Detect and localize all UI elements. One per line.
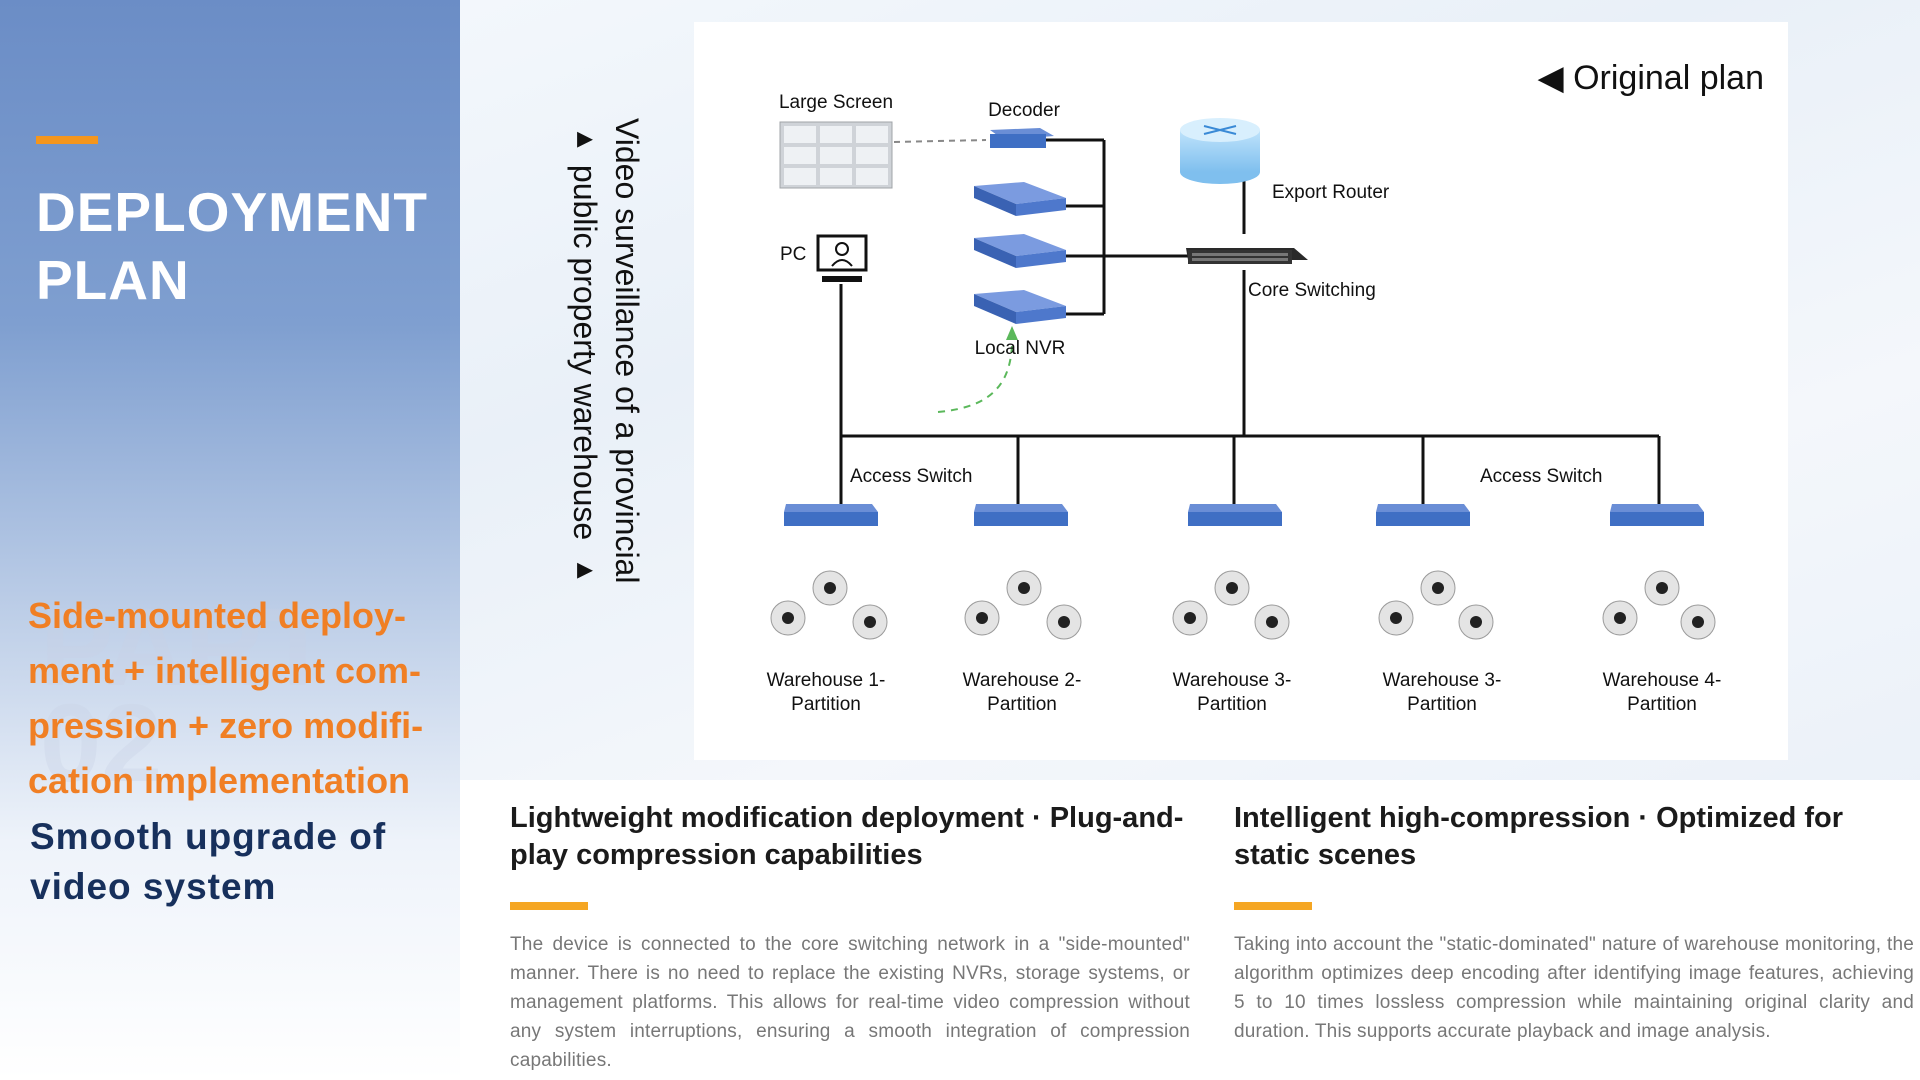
topology-svg: Large Screen Decoder Local NVR bbox=[767, 92, 1722, 715]
accent-bar bbox=[36, 136, 98, 144]
feature-body: The device is connected to the core swit… bbox=[510, 934, 1190, 1071]
warehouse-label-line1: Warehouse 2- bbox=[963, 670, 1082, 691]
label-decoder: Decoder bbox=[988, 100, 1060, 121]
warehouse-label-line2: Partition bbox=[791, 694, 861, 715]
camera-group-icon bbox=[1172, 570, 1290, 640]
access-switch-icon bbox=[1376, 504, 1470, 526]
large-screen-icon bbox=[779, 121, 893, 189]
access-switch-icon bbox=[1188, 504, 1282, 526]
camera-group-icon bbox=[770, 570, 888, 640]
subtitle-text: Smooth upgrade of video system bbox=[30, 816, 387, 907]
camera-group-icon bbox=[1378, 570, 1494, 640]
feature-body: Taking into account the "static-dominate… bbox=[1234, 934, 1914, 1042]
warehouse-label-line2: Partition bbox=[1407, 694, 1477, 715]
pc-icon bbox=[816, 234, 868, 282]
nvr-icon bbox=[974, 290, 1066, 324]
warehouse-label-line1: Warehouse 3- bbox=[1383, 670, 1502, 691]
decoder-icon bbox=[990, 128, 1054, 148]
warehouse-label-line2: Partition bbox=[1627, 694, 1697, 715]
warehouse-label-line2: Partition bbox=[1197, 694, 1267, 715]
feature-accent-bar bbox=[510, 902, 588, 910]
feature-column: Intelligent high-compression · Optimized… bbox=[1234, 800, 1914, 1046]
warehouse-label-line1: Warehouse 1- bbox=[767, 670, 886, 691]
page-title: DEPLOYMENT PLAN bbox=[36, 181, 428, 311]
warehouse-label-line1: Warehouse 3- bbox=[1173, 670, 1292, 691]
camera-group-icon bbox=[1602, 570, 1716, 640]
access-switch-icon bbox=[784, 504, 878, 526]
nvr-icon bbox=[974, 234, 1066, 268]
label-access-switch: Access Switch bbox=[1480, 466, 1602, 487]
caption-line-2: ▸ public property warehouse ▸ bbox=[567, 118, 603, 588]
part-watermark: PART 02 bbox=[40, 586, 332, 805]
label-core-switching: Core Switching bbox=[1248, 280, 1376, 301]
router-icon bbox=[1180, 118, 1260, 184]
core-switch-icon bbox=[1186, 248, 1308, 264]
left-panel: DEPLOYMENT PLAN PART 02 Side-mounted dep… bbox=[0, 0, 460, 1080]
warehouse-label-line2: Partition bbox=[987, 694, 1057, 715]
diagram-heading: ◀ Original plan bbox=[1537, 59, 1764, 97]
features-section: Lightweight modification deployment · Pl… bbox=[460, 780, 1920, 1080]
network-diagram: ◀ Original plan bbox=[694, 22, 1788, 760]
label-export-router: Export Router bbox=[1272, 182, 1390, 203]
camera-group-icon bbox=[964, 570, 1082, 640]
label-access-switch: Access Switch bbox=[850, 466, 972, 487]
access-switch-icon bbox=[974, 504, 1068, 526]
feature-accent-bar bbox=[1234, 902, 1312, 910]
feature-title: Intelligent high-compression · Optimized… bbox=[1234, 802, 1844, 871]
access-switch-icon bbox=[1610, 504, 1704, 526]
feature-column: Lightweight modification deployment · Pl… bbox=[510, 800, 1190, 1075]
warehouse-label-line1: Warehouse 4- bbox=[1603, 670, 1722, 691]
label-local-nvr: Local NVR bbox=[975, 338, 1066, 359]
diagram-caption: Video surveillance of a provincial ▸ pub… bbox=[548, 118, 648, 678]
nvr-icon bbox=[974, 182, 1066, 216]
caption-line-1: Video surveillance of a provincial bbox=[609, 118, 645, 584]
highlight-text: Side-mounted deploy-ment + intelligent c… bbox=[28, 595, 424, 801]
label-large-screen: Large Screen bbox=[779, 92, 893, 113]
feature-title: Lightweight modification deployment · Pl… bbox=[510, 802, 1184, 871]
label-pc: PC bbox=[780, 244, 806, 265]
